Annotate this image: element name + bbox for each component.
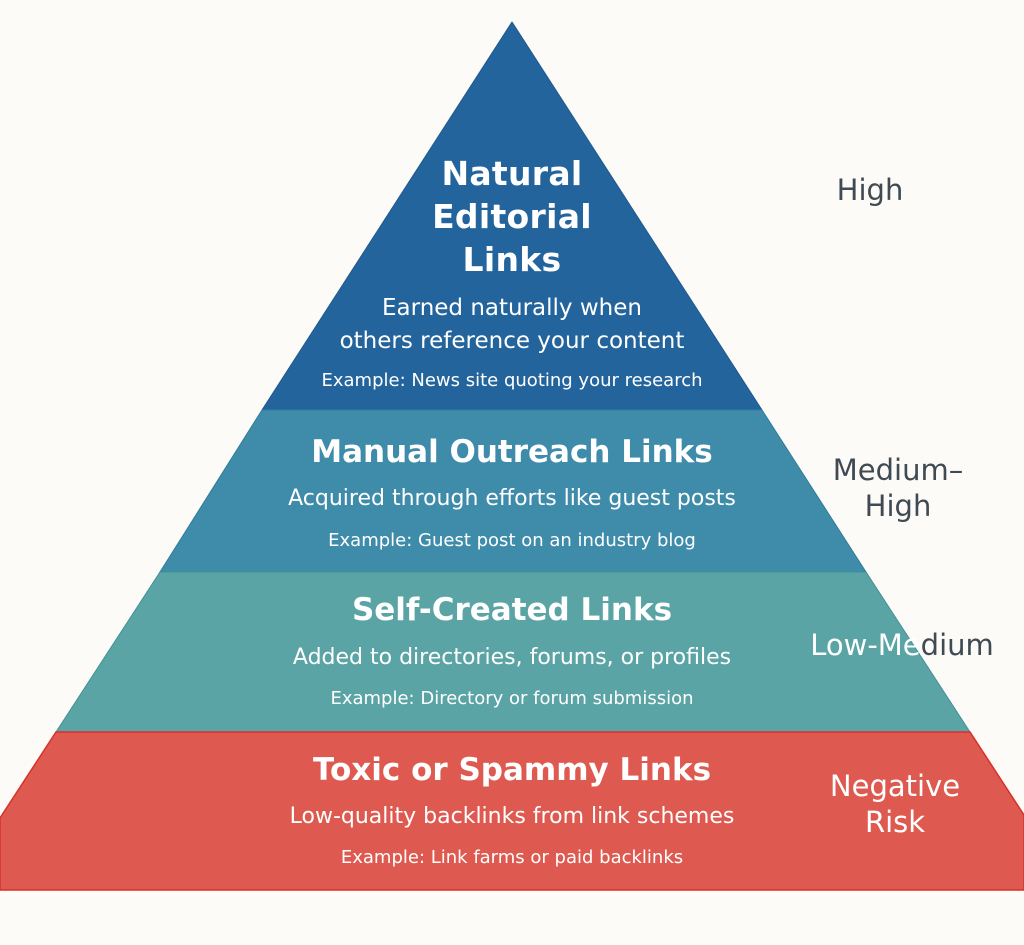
tier-toxic-spammy bbox=[0, 731, 1024, 891]
tier2-example: Example: Guest post on an industry blog bbox=[328, 530, 696, 551]
tier1-title-line: Links bbox=[462, 240, 562, 279]
tier1-example: Example: News site quoting your research bbox=[321, 370, 703, 391]
value-label-part-outside: dium bbox=[920, 628, 994, 662]
tier4-description: Low-quality backlinks from link schemes bbox=[289, 804, 735, 829]
tier3-title: Self-Created Links bbox=[351, 592, 673, 628]
value-label-part-inside: Low-Me bbox=[810, 628, 921, 662]
value-label-low-medium: Low-Medium bbox=[800, 627, 1004, 663]
value-label-negative-risk: Negative Risk bbox=[810, 768, 980, 840]
tier1-title: Natural Editorial Links bbox=[0, 152, 1024, 281]
value-label-line: Risk bbox=[864, 805, 926, 839]
tier2-title: Manual Outreach Links bbox=[311, 434, 713, 470]
value-label-line: Negative bbox=[829, 769, 961, 803]
tier1-description-line: others reference your content bbox=[339, 328, 685, 354]
tier1-description-line: Earned naturally when bbox=[382, 295, 642, 321]
tier3-example: Example: Directory or forum submission bbox=[330, 688, 694, 709]
value-label-line: High bbox=[864, 489, 932, 523]
tier1-description: Earned naturally when others reference y… bbox=[0, 292, 1024, 358]
value-label-high: High bbox=[836, 173, 904, 207]
value-label-medium-high: Medium– High bbox=[808, 452, 988, 524]
tier4-example: Example: Link farms or paid backlinks bbox=[340, 847, 684, 868]
tier1-title-line: Editorial bbox=[432, 197, 592, 236]
tier2-description: Acquired through efforts like guest post… bbox=[288, 486, 736, 511]
tier4-title: Toxic or Spammy Links bbox=[312, 752, 712, 788]
tier3-description: Added to directories, forums, or profile… bbox=[292, 645, 732, 670]
value-label-line: Medium– bbox=[832, 453, 964, 487]
tier1-title-line: Natural bbox=[441, 154, 583, 193]
